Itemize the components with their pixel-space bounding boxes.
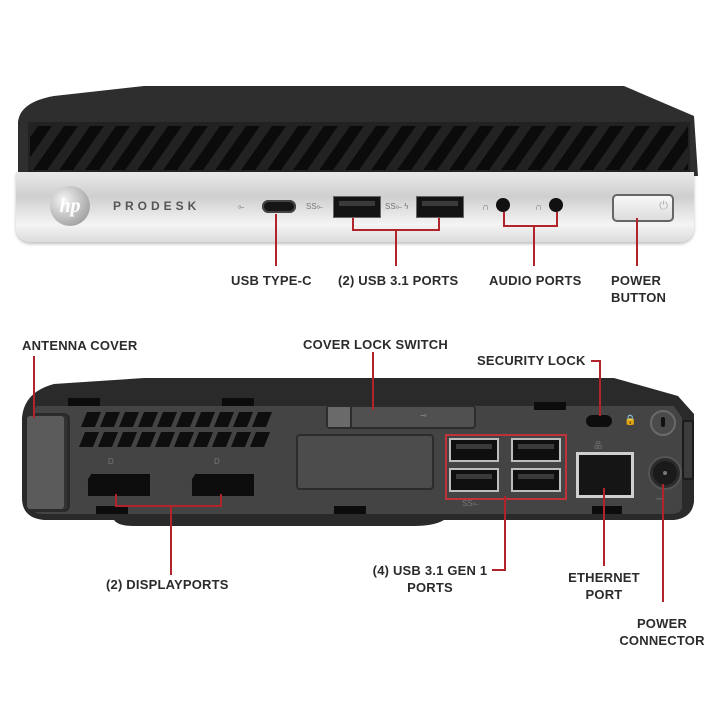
usb-icon: ⟜ [238, 202, 245, 211]
callout-line-usb-c [275, 214, 277, 266]
dc-power-icon: ⎓ [656, 494, 663, 503]
callout-line-usb-stem [395, 229, 397, 266]
label-power-connector-2: CONNECTOR [619, 633, 705, 648]
vent-slot [68, 398, 100, 406]
callout-line-audio-2 [556, 212, 558, 226]
power-connector [650, 458, 680, 488]
power-icon: ⏻ [659, 200, 668, 212]
callout-line-audio-stem [533, 225, 535, 266]
hp-logo: hp [50, 186, 90, 226]
power-button: ⏻ [612, 194, 674, 222]
callout-line-usb-a-2 [438, 218, 440, 230]
antenna-cover [24, 413, 70, 512]
label-usb-type-c: USB TYPE-C [231, 273, 312, 288]
callout-line-usb-gen1 [504, 496, 506, 570]
rear-vent-row-2 [78, 432, 271, 447]
lock-switch-knob [328, 407, 352, 427]
usb-superspeed-icon: SS⟜ [306, 202, 324, 211]
headphone-jack [496, 198, 510, 212]
headset-icon: ∩ [535, 202, 543, 213]
callout-line-lock-switch [372, 352, 374, 410]
label-displayports: (2) DISPLAYPORTS [106, 577, 229, 592]
callout-line-antenna [33, 356, 35, 418]
label-usb-31-ports: (2) USB 3.1 PORTS [338, 273, 459, 288]
displayport-icon: D [214, 457, 220, 466]
rear-vent-row-1 [80, 412, 273, 427]
displayport-1 [86, 472, 152, 498]
rear-usb-port-4 [511, 468, 561, 492]
callout-line-dp-2 [220, 494, 222, 506]
security-lock-slot [586, 415, 612, 427]
padlock-icon: 🔒 [624, 415, 637, 426]
usb-charging-icon: SS⟜ ϟ [385, 202, 409, 211]
expansion-cover [296, 434, 434, 490]
callout-bracket-audio [503, 225, 558, 227]
label-usb-gen1-1: (4) USB 3.1 GEN 1 [372, 563, 488, 578]
label-security-lock: SECURITY LOCK [477, 353, 586, 368]
usb-a-port-1 [333, 196, 381, 218]
vent-slot [334, 506, 366, 514]
label-power-button-2: BUTTON [611, 290, 667, 305]
rear-usb-port-3 [449, 468, 499, 492]
displayport-2 [190, 472, 256, 498]
rear-usb-port-2 [511, 438, 561, 462]
ethernet-port [576, 452, 634, 498]
headphone-icon: ∩ [482, 202, 490, 213]
usb-type-c-port [262, 200, 296, 213]
usb-a-port-2 [416, 196, 464, 218]
callout-line-power-button [636, 218, 638, 266]
label-ethernet-1: ETHERNET [568, 570, 640, 585]
vent-slot [534, 402, 566, 410]
usb-superspeed-icon: SS⟜ [462, 499, 480, 508]
lock-switch-icon: ⊸ [420, 411, 427, 420]
rear-usb-port-1 [449, 438, 499, 462]
callout-line-usb-a-1 [352, 218, 354, 230]
callout-hook-security [591, 360, 600, 362]
label-ethernet-2: PORT [585, 587, 623, 602]
label-antenna-cover: ANTENNA COVER [22, 338, 138, 353]
displayport-icon: D [108, 457, 114, 466]
callout-line-ethernet [603, 488, 605, 566]
label-power-button-1: POWER [611, 273, 662, 288]
callout-line-security [599, 360, 601, 416]
vent-slot [592, 506, 622, 514]
label-usb-gen1-2: PORTS [407, 580, 453, 595]
front-vent-panel [18, 86, 698, 176]
callout-line-audio-1 [503, 212, 505, 226]
vent-slot [222, 398, 254, 406]
vent-slot [96, 506, 128, 514]
headset-jack [549, 198, 563, 212]
callout-line-dp-stem [170, 505, 172, 575]
usb-ports-highlight [445, 434, 567, 500]
network-icon: 品 [594, 441, 602, 450]
callout-hook-usb-gen1 [492, 569, 506, 571]
side-clip [682, 420, 694, 480]
rear-round-button [650, 410, 676, 436]
model-name: PRODESK [113, 199, 201, 213]
callout-line-power-connector [662, 484, 664, 602]
label-audio-ports: AUDIO PORTS [489, 273, 582, 288]
callout-line-dp-1 [115, 494, 117, 506]
label-power-connector-1: POWER [636, 616, 688, 631]
label-cover-lock-switch: COVER LOCK SWITCH [303, 337, 448, 352]
cover-lock-switch: ⊸ [326, 405, 476, 429]
callout-bracket-dp [115, 505, 222, 507]
